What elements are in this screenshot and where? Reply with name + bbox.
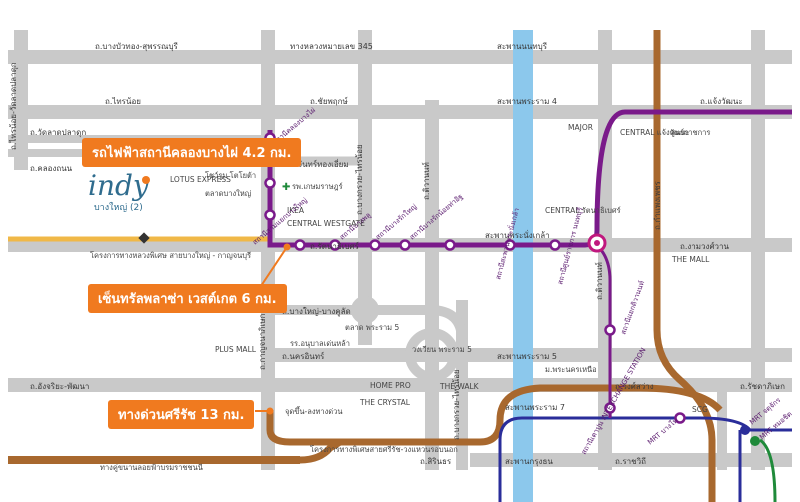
- place-kasemrad: รพ.เกษมราษฎร์: [292, 182, 343, 191]
- label-khlong-thanon: ถ.คลองถนน: [30, 164, 73, 173]
- label-highway-345: ทางหลวงหมายเลข 345: [290, 42, 373, 51]
- station-bang-rak-noi-dot: [294, 239, 306, 251]
- callout-westgate: เซ็นทรัลพลาซ่า เวสต์เกต 6 กม.: [88, 284, 287, 313]
- place-the-crystal: THE CRYSTAL: [359, 398, 411, 407]
- place-rama5-circle: วงเวียน พระราม 5: [412, 345, 472, 354]
- road-curve: [360, 305, 467, 341]
- label-station-tao-poon: สถานีเตาปูน INTERCHANGE STATION: [580, 346, 648, 456]
- place-home-pro: HOME PRO: [370, 381, 411, 390]
- label-rattanathibet: ถ.รัตนาธิเบศร์: [310, 241, 360, 251]
- label-bridge-7: สะพานพระราม 7: [505, 403, 565, 412]
- label-bang-bua-thong: ถ.บางบัวทอง-สุพรรณบุรี: [95, 42, 179, 51]
- label-ratchawithi: ถ.ราชวิถี: [615, 457, 646, 466]
- label-sai-noi: ถ.ไทรน้อย: [105, 97, 141, 106]
- label-nakhon-in: ถ.นครอินทร์: [282, 351, 325, 361]
- station-bang-pho-dot: [674, 412, 686, 424]
- label-bridge-4: สะพานพระราม 4: [497, 97, 557, 106]
- label-phra-nang-klao-bridge: สะพานพระนั่งเกล้า: [485, 229, 550, 240]
- label-sai-noi-vert: ถ.ไทรน้อย-วัดลาดปลาดุก: [9, 62, 18, 150]
- place-ror-sor: รร.อนุบาลเด่นหล้า: [290, 339, 350, 348]
- label-bang-yai-kulat: ถ.บางใหญ่-บางคูลัด: [282, 307, 351, 317]
- station-talad-bang-yai-dot: [264, 177, 276, 189]
- label-motorway-project: โครงการทางหลวงพิเศษ สายบางใหญ่ - กาญจนบุ…: [90, 251, 251, 260]
- station-tao-poon-dot: [604, 402, 616, 414]
- place-elevated-project: โครงการทางพิเศษสายศรีรัช-วงแหวนรอบนอก: [310, 445, 458, 454]
- small-roundabout: [351, 296, 379, 324]
- hospital-icon: ✚: [282, 182, 290, 193]
- interchange-inner: [594, 240, 600, 246]
- logo-brand: indy: [88, 169, 149, 202]
- tollway-brown-curve: [299, 438, 342, 464]
- label-kamphaeng-phet: ถ.กำแพงเพชร: [653, 181, 662, 230]
- label-bang-kruai: ถ.บางกรวย-ไทรน้อย: [355, 144, 364, 215]
- place-major: MAJOR: [568, 123, 593, 132]
- station-sam-yaek-dot: [264, 209, 276, 221]
- chao-phraya-river: [513, 30, 533, 502]
- place-scg: SCG: [692, 405, 708, 414]
- station-yaek-tiwanon-dot: [604, 324, 616, 336]
- mrt-mochit-dot: [750, 436, 760, 446]
- label-mrt-bang-pho: MRT บางโพ: [646, 416, 680, 447]
- callout-bts: รถไฟฟ้าสถานีคลองบางไผ่ 4.2 กม.: [82, 138, 302, 167]
- label-nonthaburi-bridge: สะพานนนทบุรี: [497, 42, 548, 51]
- label-chan: ถ.จันทร์ทองเอี่ยม: [290, 158, 349, 169]
- logo-dot: [142, 176, 150, 184]
- place-central-rattana: CENTRAL รัตนาธิเบศร์: [545, 206, 621, 215]
- place-govt-center: ศูนย์ราชการ: [670, 128, 710, 137]
- place-talat-rama5: ตลาด พระราม 5: [345, 323, 400, 332]
- label-kanchanaphisek: ถ.กาญจนาภิเษก: [258, 314, 267, 370]
- logo-sub: บางใหญ่ (2): [93, 203, 143, 213]
- mrt-chatuchak-dot: [740, 425, 750, 435]
- expressway-brown-srirat: [266, 384, 723, 446]
- label-station-yaek-tiwanon: สถานีแยกติวานนท์: [619, 279, 646, 335]
- label-ratchadaphisek: ถ.รัชดาภิเษก: [740, 382, 785, 391]
- label-cha-ngae: ถ.อังจริยะ-พัฒนา: [30, 382, 89, 391]
- place-exit-point: จุดขึ้น-ลงทางด่วน: [285, 406, 343, 416]
- place-showroom: โชว์รูม โตโยต้า: [205, 171, 256, 180]
- rama5-roundabout: [405, 328, 459, 382]
- station-phra-nang-klao-dot: [504, 239, 516, 251]
- label-sirindhorn: ถ.สิรินธร: [420, 457, 452, 466]
- place-ikea: IKEA: [287, 206, 305, 215]
- expressway-brown-right: [653, 30, 716, 502]
- place-lotus: LOTUS EXPRESS: [170, 175, 231, 184]
- place-central-chaeng: CENTRAL แจ้งวัฒนะ: [620, 128, 690, 137]
- station-ministry-dot: [549, 239, 561, 251]
- station-sai-ma-dot: [444, 239, 456, 251]
- label-chaiyaphruek: ถ.ชัยพฤกษ์: [310, 96, 348, 106]
- label-bang-kruai-2: ถ.บางกรวย-ไทรน้อย: [452, 369, 461, 440]
- bts-green-line: [759, 438, 777, 502]
- place-the-walk: THE WALK: [439, 382, 480, 391]
- place-plus-mall: PLUS MALL: [215, 345, 257, 354]
- label-chaeng-watthana: ถ.แจ้งวัฒนะ: [700, 97, 743, 106]
- callout-expressway: ทางด่วนศรีรัช 13 กม.: [108, 400, 255, 429]
- label-tiwanon-v: ถ.ติวานนท์: [421, 162, 431, 200]
- station-bang-rak-noi-tha-it-dot: [399, 239, 411, 251]
- place-tollway: ทางคู่ขนานลอยฟ้าบรมราชชนนี: [100, 463, 203, 472]
- place-bang-yai-market: ตลาดบางใหญ่: [205, 189, 251, 198]
- station-bang-phlu-dot: [329, 239, 341, 251]
- station-bang-rak-yai-dot: [369, 239, 381, 251]
- label-wat-lat: ถ.วัดลาดปลาดุก: [30, 128, 86, 137]
- label-bridge-5: สะพานพระราม 5: [497, 352, 557, 361]
- place-mor-phranakhon: ม.พระนครเหนือ: [545, 365, 597, 374]
- place-central-westgate: CENTRAL WESTGATE: [287, 219, 365, 228]
- label-krungthon-bridge: สะพานกรุงธน: [505, 457, 553, 466]
- label-wong-sawang: ถ.วงศ์สว่าง: [615, 381, 654, 391]
- place-the-mall: THE MALL: [671, 255, 710, 264]
- label-ngam-wong-wan: ถ.งามวงศ์วาน: [680, 241, 730, 251]
- label-tiwanon: ถ.ติวานนท์: [594, 262, 604, 300]
- indy-logo: indy บางใหญ่ (2): [88, 172, 149, 214]
